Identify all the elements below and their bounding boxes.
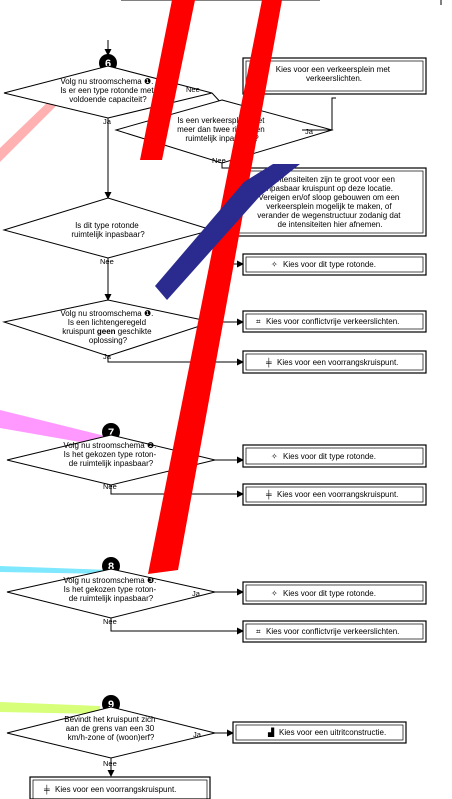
red-stroke-left bbox=[140, 0, 195, 160]
svg-text:Nee: Nee bbox=[103, 759, 117, 768]
svg-text:Ja: Ja bbox=[193, 730, 202, 739]
svg-text:Nee: Nee bbox=[100, 257, 114, 266]
svg-text:Kies voor dit type rotonde.: Kies voor dit type rotonde. bbox=[283, 260, 376, 269]
svg-text:Nee: Nee bbox=[103, 617, 117, 626]
priority-junction-icon: ╪ bbox=[265, 489, 272, 500]
svg-text:Ja: Ja bbox=[305, 127, 314, 136]
svg-text:6: 6 bbox=[105, 58, 111, 70]
navy-stroke bbox=[155, 164, 300, 300]
step8-box-rotonde bbox=[242, 581, 427, 605]
svg-text:9: 9 bbox=[108, 699, 114, 711]
step6-box-voorrang bbox=[242, 350, 427, 374]
step7-box-voorrang bbox=[242, 483, 427, 506]
svg-text:Ja: Ja bbox=[192, 589, 201, 598]
priority-junction-icon: ╪ bbox=[43, 784, 50, 795]
step6-box-rotonde bbox=[242, 253, 427, 276]
step6-q1-text: Volg nu stroomschema ❶. Is er een type r… bbox=[60, 77, 156, 104]
svg-text:Ja: Ja bbox=[103, 352, 112, 361]
exit-construction-icon: ▟ bbox=[267, 727, 275, 737]
rotonde-icon: ✧ bbox=[271, 452, 278, 461]
pink-stroke bbox=[0, 98, 58, 162]
traffic-lights-icon: ⌗ bbox=[256, 627, 261, 636]
svg-text:7: 7 bbox=[108, 427, 114, 439]
step7-q-text: Volg nu stroomschema ❷. Is het gekozen t… bbox=[63, 441, 158, 468]
svg-text:Kies voor dit type rotonde.: Kies voor dit type rotonde. bbox=[283, 589, 376, 598]
svg-text:Kies voor een voorrangskruispu: Kies voor een voorrangskruispunt. bbox=[277, 490, 398, 499]
step9-box-voorrang bbox=[29, 776, 211, 799]
step6-q2-text: Is een verkeersplein met meer dan twee r… bbox=[177, 116, 267, 143]
step6-box-lichten bbox=[242, 310, 427, 333]
svg-text:Ja: Ja bbox=[103, 117, 112, 126]
rotonde-icon: ✧ bbox=[271, 260, 278, 269]
step6-box-plein-text: Kies voor een verkeersplein met verkeers… bbox=[276, 65, 393, 83]
svg-text:Kies voor een voorrangskruispu: Kies voor een voorrangskruispunt. bbox=[55, 785, 176, 794]
step8-box-lichten bbox=[242, 620, 427, 643]
step8-q-text: Volg nu stroomschema ❸. Is het gekozen t… bbox=[63, 576, 158, 603]
step6-box-plein bbox=[242, 57, 427, 95]
svg-text:8: 8 bbox=[108, 561, 114, 573]
yellowgreen-stroke bbox=[0, 702, 100, 714]
red-stroke-middle bbox=[148, 0, 282, 574]
traffic-lights-icon: ⌗ bbox=[256, 317, 261, 326]
step6-q3-text: Is dit type rotonde ruimtelijk inpasbaar… bbox=[71, 221, 145, 239]
svg-text:Kies voor een voorrangskruispu: Kies voor een voorrangskruispunt. bbox=[277, 358, 398, 367]
step9-q-text: Bevindt het kruispunt zich aan de grens … bbox=[64, 715, 157, 742]
step7-box-rotonde bbox=[242, 444, 427, 468]
svg-text:Nee: Nee bbox=[186, 85, 200, 94]
svg-text:Kies voor conflictvrije verkee: Kies voor conflictvrije verkeerslichten. bbox=[266, 627, 399, 636]
magenta-stroke bbox=[0, 410, 105, 446]
rotonde-icon: ✧ bbox=[271, 589, 278, 598]
svg-text:Nee: Nee bbox=[212, 156, 226, 165]
svg-text:Kies voor dit type rotonde.: Kies voor dit type rotonde. bbox=[283, 452, 376, 461]
step6-q4-text: Volg nu stroomschema ❶. Is een lichtenge… bbox=[60, 309, 155, 345]
step6-box-warn-text: De intensiteiten zijn te groot voor een … bbox=[257, 175, 402, 229]
priority-junction-icon: ╪ bbox=[265, 357, 272, 368]
svg-text:Kies voor een uitritconstructi: Kies voor een uitritconstructie. bbox=[279, 728, 386, 737]
svg-text:Kies voor conflictvrije verkee: Kies voor conflictvrije verkeerslichten. bbox=[266, 317, 399, 326]
cyan-stroke bbox=[0, 566, 110, 574]
step9-box-uitrit bbox=[232, 721, 407, 744]
svg-text:Nee: Nee bbox=[103, 482, 117, 491]
